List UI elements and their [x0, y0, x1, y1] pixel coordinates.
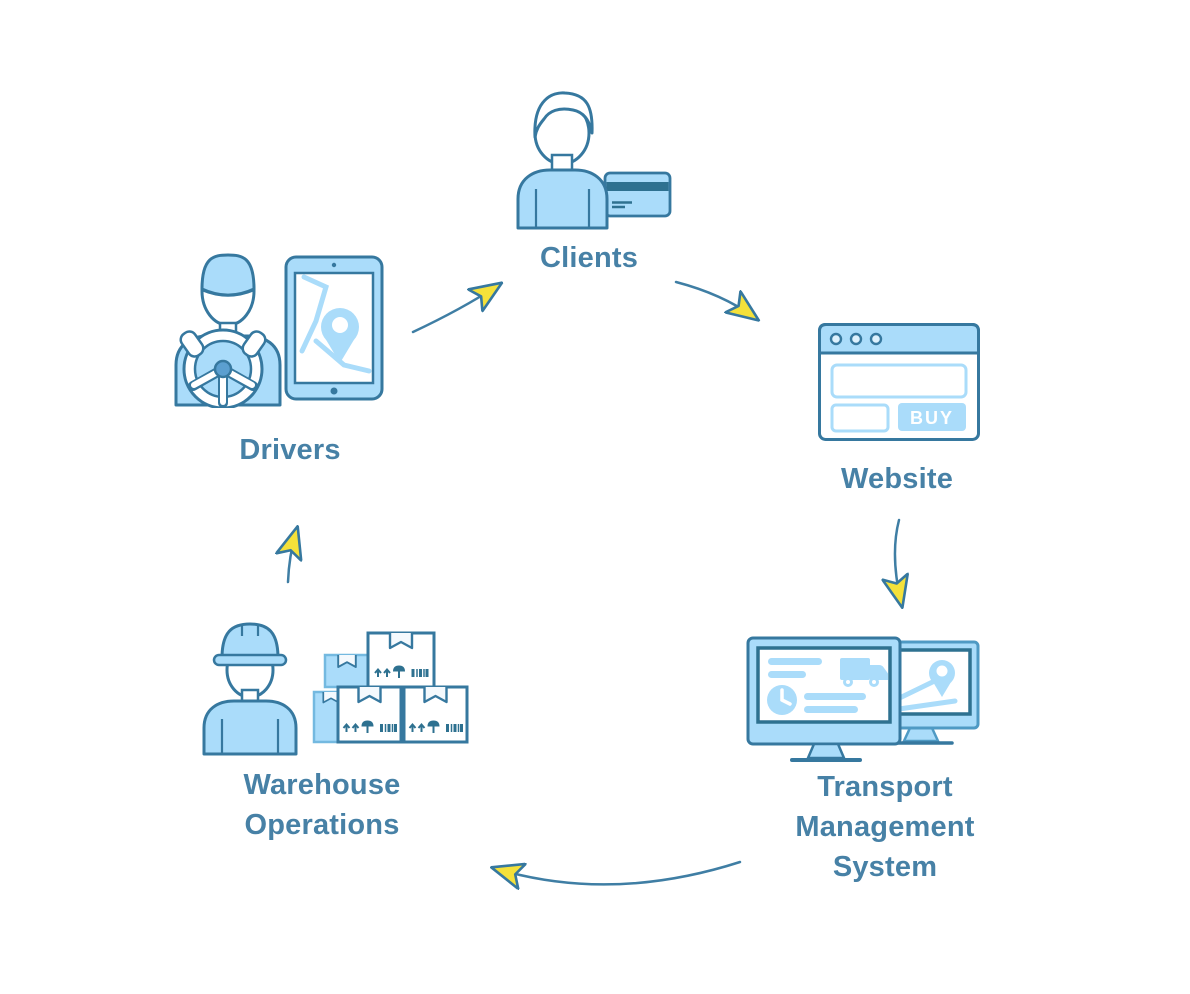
warehouse-label: Warehouse Operations: [243, 769, 401, 841]
warehouse-worker-with-boxes-icon: [202, 622, 469, 756]
arrow-clients-to-website: [674, 280, 754, 317]
node-website: BUY: [818, 323, 980, 441]
truck-icon: [840, 658, 888, 687]
window-dots-icon: [829, 332, 883, 346]
credit-card-icon: [603, 171, 672, 218]
cargo-boxes-icon: [312, 631, 469, 744]
tablet-navigation-icon: [284, 255, 384, 401]
client-person-icon: [516, 91, 609, 230]
website-label: Website: [840, 463, 954, 495]
node-drivers: [168, 243, 388, 408]
node-tms: [742, 636, 986, 766]
dashboard-monitor-icon: [746, 636, 902, 762]
warehouse-worker-icon: [202, 622, 298, 756]
driver-person-icon: [174, 253, 282, 408]
arrow-warehouse-to-drivers: [288, 532, 296, 584]
driver-cap-icon: [200, 253, 256, 297]
browser-window-icon: BUY: [818, 323, 980, 441]
node-warehouse: [198, 606, 478, 756]
buy-button-label: BUY: [910, 408, 954, 428]
drivers-label: Drivers: [239, 434, 341, 466]
buy-button: [898, 403, 966, 431]
arrow-tms-to-warehouse: [497, 860, 742, 884]
browser-titlebar: [818, 323, 980, 355]
clock-icon: [767, 685, 797, 715]
clients-label: Clients: [539, 242, 639, 274]
driver-with-tablet-navigation-icon: [174, 253, 384, 408]
driver-hands-icon: [179, 330, 267, 358]
tms-label: Transport Management System: [795, 771, 975, 883]
search-input-illustration: [830, 363, 968, 399]
person-with-credit-card-icon: [516, 91, 672, 230]
arrow-drivers-to-clients: [411, 286, 497, 334]
map-pin-icon: [321, 308, 359, 363]
node-clients: [505, 85, 680, 230]
arrow-website-to-tms: [895, 518, 901, 602]
quantity-input-illustration: [830, 403, 890, 433]
hard-hat-icon: [220, 622, 280, 660]
map-pin-icon: [929, 660, 955, 697]
dual-monitors-dashboard-map-icon: [746, 636, 980, 762]
